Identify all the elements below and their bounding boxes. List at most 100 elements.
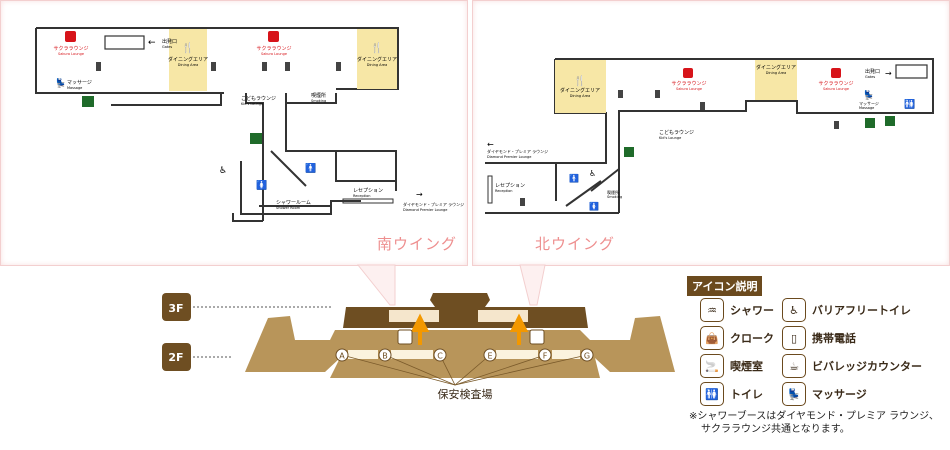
legend-item-label: シャワー (730, 304, 774, 317)
legend-item: ♒シャワー (700, 298, 774, 322)
dining-label-en: Dining Area (570, 94, 590, 98)
lounge-label-en: Sakura Lounge (261, 52, 287, 56)
smoking-label: 喫煙所 (607, 189, 619, 195)
south-callout (356, 264, 396, 306)
legend-item-label: バリアフリートイレ (812, 304, 911, 317)
legend-item: ▯ 携帯電話 (782, 326, 856, 350)
toilet-icon: 🚻 (700, 382, 724, 406)
legend-note-line: サクララウンジ共通となります。 (701, 424, 850, 435)
massage-icon: 💺 (782, 382, 806, 406)
checkpoint-label: C (437, 352, 443, 361)
toilet-icon: 🚹 (305, 162, 316, 174)
massage-label: マッサージ (859, 101, 879, 106)
diamond-lounge-label-en: Diamond Premier Lounge (487, 155, 531, 159)
diamond-lounge-label[interactable]: ダイヤモンド・プレミア ラウンジ (403, 201, 464, 207)
arrow-left-icon: ← (148, 38, 156, 48)
legend-item-label: ビバレッジカウンター (812, 360, 922, 373)
toilet-icon: 🚻 (904, 98, 915, 110)
checkpoint-lines (341, 354, 588, 386)
dining-icon: 🍴 (574, 74, 586, 87)
sakura-logo (831, 68, 841, 78)
legend-item-label: クローク (730, 332, 774, 345)
central-building (430, 293, 490, 307)
dining-label-en: Dining Area (367, 63, 387, 67)
north-wing-label: 北ウイング (535, 235, 616, 253)
smoking-label: 喫煙所 (311, 92, 326, 99)
diamond-lounge-label[interactable]: ダイヤモンド・プレミア ラウンジ (487, 148, 548, 154)
dining-label: ダイニングエリア (560, 87, 600, 94)
emergency-exit-icon (865, 118, 875, 128)
south-wing-label: 南ウイング (377, 235, 458, 253)
legend-item: ♿バリアフリートイレ (782, 298, 911, 322)
north-wing-panel: 🍴 ダイニングエリア Dining Area ダイニングエリア Dining A… (472, 0, 950, 266)
legend-item-label: マッサージ (812, 388, 867, 401)
checkpoint-c-marker (433, 348, 447, 362)
north-wing-floorplan: 🍴 ダイニングエリア Dining Area ダイニングエリア Dining A… (485, 58, 934, 214)
legend-item: ☕ ビバレッジカウンター (782, 354, 922, 378)
north-lower-wall (485, 163, 620, 214)
checkpoint-e-marker (483, 348, 497, 362)
reception-label-en: Reception (495, 189, 512, 193)
emergency-exit-icon (82, 96, 94, 107)
south-wing-floorplan: サクララウンジ Sakura Lounge サクララウンジ Sakura Lou… (35, 27, 464, 222)
south-lower-wall (240, 150, 361, 215)
north-wall (485, 58, 934, 213)
arrow-left-icon: ← (487, 140, 494, 149)
mobile-phone-icon (520, 90, 839, 206)
sakura-logo (268, 31, 279, 42)
massage-label: マッサージ (67, 80, 92, 86)
south-lounge-area (389, 310, 439, 322)
gates-label-en: Gates (162, 45, 172, 49)
dining-area (357, 29, 397, 89)
legend-title: アイコン説明 (687, 276, 763, 296)
lounge-label: サクララウンジ (818, 80, 853, 87)
shower-room-label-en: Shower Room (276, 206, 301, 210)
shower-room-label: シャワールーム (276, 200, 311, 206)
massage-icon: 💺 (863, 89, 874, 101)
kids-lounge-label-en: Kid's Lounge (659, 136, 681, 140)
lounge-label: サクララウンジ (53, 45, 88, 52)
legend-item: 💺 マッサージ (782, 382, 867, 406)
checkpoint-g-marker (580, 348, 594, 362)
beverage-icon: ☕ (782, 354, 806, 378)
legend-item: 👜クローク (700, 326, 774, 350)
smoking-label-en: Smoking (607, 195, 622, 199)
massage-label-en: Massage (859, 106, 874, 110)
arrow-right-icon: → (416, 190, 423, 199)
checkpoint-label: G (584, 352, 590, 361)
dining-label: ダイニングエリア (168, 56, 208, 63)
escalator-icon (397, 329, 413, 345)
diamond-lounge-label-en: Diamond Premier Lounge (403, 208, 447, 212)
escalator-icon (529, 329, 545, 345)
mobile-phone-icon: ▯ (782, 326, 806, 350)
toilet-icon: 🚺 (256, 179, 267, 191)
gates-label: 出発口 (162, 38, 177, 45)
legend-item-label: 携帯電話 (812, 332, 856, 345)
checkpoint-label: E (487, 352, 492, 361)
south-wing-panel: サクララウンジ Sakura Lounge サクララウンジ Sakura Lou… (0, 0, 468, 266)
dining-label-en: Dining Area (766, 71, 786, 75)
checkpoint-label: A (339, 352, 345, 361)
dining-area (755, 60, 797, 100)
floor-3f-label: 3F (168, 302, 183, 315)
north-lounge-area (478, 310, 528, 322)
escalator-box (104, 35, 145, 50)
smoking-label-en: Smoking (311, 99, 326, 103)
smoking-icon: 🚬 (700, 354, 724, 378)
kids-lounge-label: こどもラウンジ (241, 95, 276, 102)
legend-note-line: ※シャワーブースはダイヤモンド・プレミア ラウンジ、 (689, 411, 939, 422)
checkpoint-b-marker (378, 348, 392, 362)
dining-label-en: Dining Area (178, 63, 198, 67)
checkpoint-label: B (382, 352, 388, 361)
massage-label-en: Massage (67, 86, 82, 90)
legend-item: 🚬喫煙室 (700, 354, 763, 378)
floor-2f-badge (162, 343, 191, 371)
checkpoint-label: F (543, 352, 548, 361)
security-label: 保安検査場 (438, 387, 493, 401)
escalator-box (895, 64, 928, 79)
massage-icon: 💺 (55, 77, 66, 89)
legend-item: 🚻トイレ (700, 382, 763, 406)
south-corridor-wall-2 (285, 93, 397, 191)
toilet-icon: 🚹 (569, 173, 579, 183)
